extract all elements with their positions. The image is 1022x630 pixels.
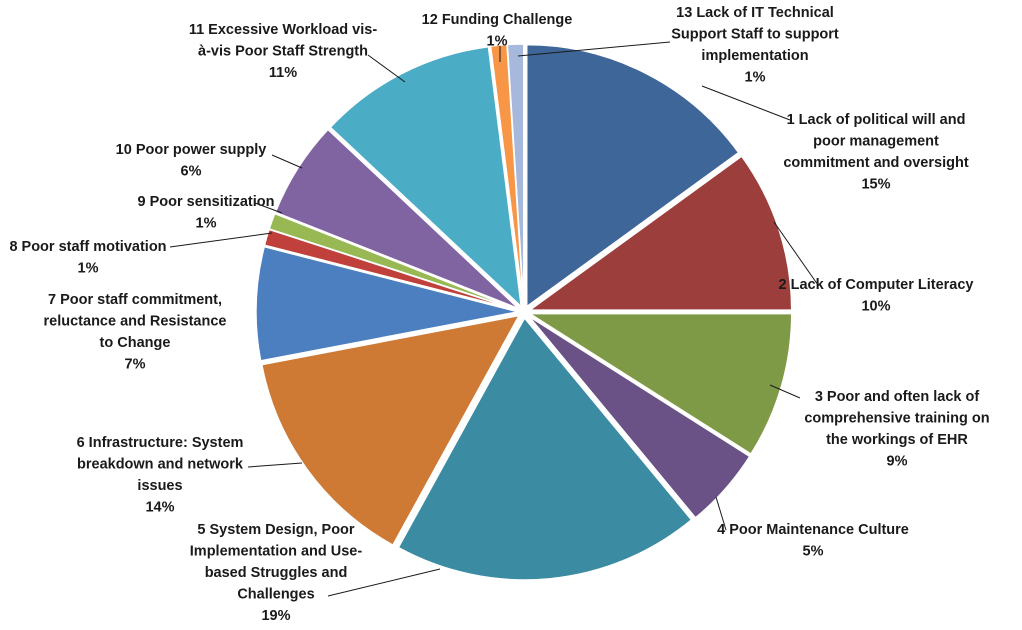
leader-line-1 — [701, 85, 791, 121]
leader-line-10 — [271, 154, 303, 169]
slice-label-10: 10 Poor power supply 6% — [116, 142, 267, 180]
leader-line-2 — [773, 221, 819, 286]
slice-label-line: 11 Excessive Workload vis- — [189, 22, 378, 38]
leader-line-9 — [254, 202, 283, 214]
pie-slice-9 — [268, 212, 519, 311]
slice-label-line: 4 Poor Maintenance Culture — [717, 522, 909, 538]
slice-label-line: 1 Lack of political will and — [787, 112, 966, 128]
leader-line-11 — [367, 54, 406, 83]
slice-percent-label: 5% — [803, 544, 824, 560]
pie-slice-7 — [255, 245, 519, 362]
slice-percent-label: 1% — [487, 34, 508, 50]
slice-label-12: 12 Funding Challenge 1% — [422, 12, 573, 50]
slice-percent-label: 15% — [861, 177, 890, 193]
pie-slice-1 — [525, 43, 740, 309]
slice-label-line: 6 Infrastructure: System — [77, 435, 244, 451]
slice-label-11: 11 Excessive Workload vis-à-vis Poor Sta… — [189, 22, 378, 81]
slice-label-4: 4 Poor Maintenance Culture 5% — [717, 522, 909, 560]
slice-percent-label: 10% — [861, 299, 890, 315]
pie-slice-6 — [260, 314, 521, 547]
slice-label-line: 2 Lack of Computer Literacy — [779, 277, 974, 293]
pie-slice-5 — [397, 316, 693, 581]
slice-label-line: 5 System Design, Poor — [197, 522, 354, 538]
slice-label-line: 9 Poor sensitization — [138, 194, 275, 210]
leader-lines — [169, 41, 819, 597]
slice-label-line: based Struggles and — [205, 565, 348, 581]
slice-label-line: 13 Lack of IT Technical — [676, 5, 834, 21]
slice-label-line: à-vis Poor Staff Strength — [198, 44, 368, 60]
slice-label-line: the workings of EHR — [826, 432, 968, 448]
slice-label-line: 3 Poor and often lack of — [815, 389, 980, 405]
slice-labels: 1 Lack of political will and poor managem… — [9, 5, 989, 624]
slice-label-6: 6 Infrastructure: System breakdown and ne… — [77, 435, 244, 516]
pie-slices — [255, 43, 793, 581]
pie-slice-3 — [527, 312, 793, 456]
slice-label-line: Challenges — [237, 587, 314, 603]
slice-label-line: 12 Funding Challenge — [422, 12, 573, 28]
slice-label-line: Support Staff to support — [671, 27, 839, 43]
leader-line-4 — [715, 496, 727, 531]
slice-label-line: 10 Poor power supply — [116, 142, 267, 158]
slice-label-line: issues — [137, 478, 182, 494]
pie-slice-4 — [527, 315, 751, 519]
slice-label-line: to Change — [100, 335, 171, 351]
slice-percent-label: 1% — [78, 261, 99, 277]
slice-percent-label: 1% — [745, 70, 766, 86]
slice-label-line: 8 Poor staff motivation — [9, 239, 166, 255]
slice-percent-label: 6% — [181, 164, 202, 180]
leader-line-6 — [247, 462, 303, 468]
slice-label-3: 3 Poor and often lack of comprehensive tr… — [804, 389, 989, 470]
slice-label-line: implementation — [701, 48, 808, 64]
leader-line-5 — [327, 568, 441, 597]
pie-slice-10 — [274, 128, 520, 310]
slice-label-9: 9 Poor sensitization 1% — [138, 194, 275, 232]
pie-slice-11 — [329, 45, 523, 309]
slice-percent-label: 14% — [145, 500, 174, 516]
slice-label-line: commitment and oversight — [783, 155, 968, 171]
slice-label-7: 7 Poor staff commitment, reluctance and R… — [44, 292, 227, 373]
slice-label-8: 8 Poor staff motivation 1% — [9, 239, 166, 277]
leader-line-13 — [517, 41, 671, 57]
pie-slice-13 — [506, 43, 525, 307]
slice-label-1: 1 Lack of political will and poor managem… — [783, 112, 968, 193]
slice-percent-label: 9% — [887, 454, 908, 470]
slice-percent-label: 7% — [125, 357, 146, 373]
leader-line-3 — [769, 384, 801, 399]
slice-label-line: breakdown and network — [77, 457, 244, 473]
slice-label-line: poor management — [813, 134, 939, 150]
slice-label-line: reluctance and Resistance — [44, 314, 227, 330]
slice-label-2: 2 Lack of Computer Literacy 10% — [779, 277, 974, 315]
slice-percent-label: 19% — [261, 608, 290, 624]
slice-label-line: 7 Poor staff commitment, — [48, 292, 222, 308]
leader-line-8 — [169, 232, 273, 248]
slice-label-line: Implementation and Use- — [190, 544, 363, 560]
slice-percent-label: 1% — [196, 216, 217, 232]
slice-label-line: comprehensive training on — [804, 411, 989, 427]
slice-percent-label: 11% — [269, 65, 297, 81]
